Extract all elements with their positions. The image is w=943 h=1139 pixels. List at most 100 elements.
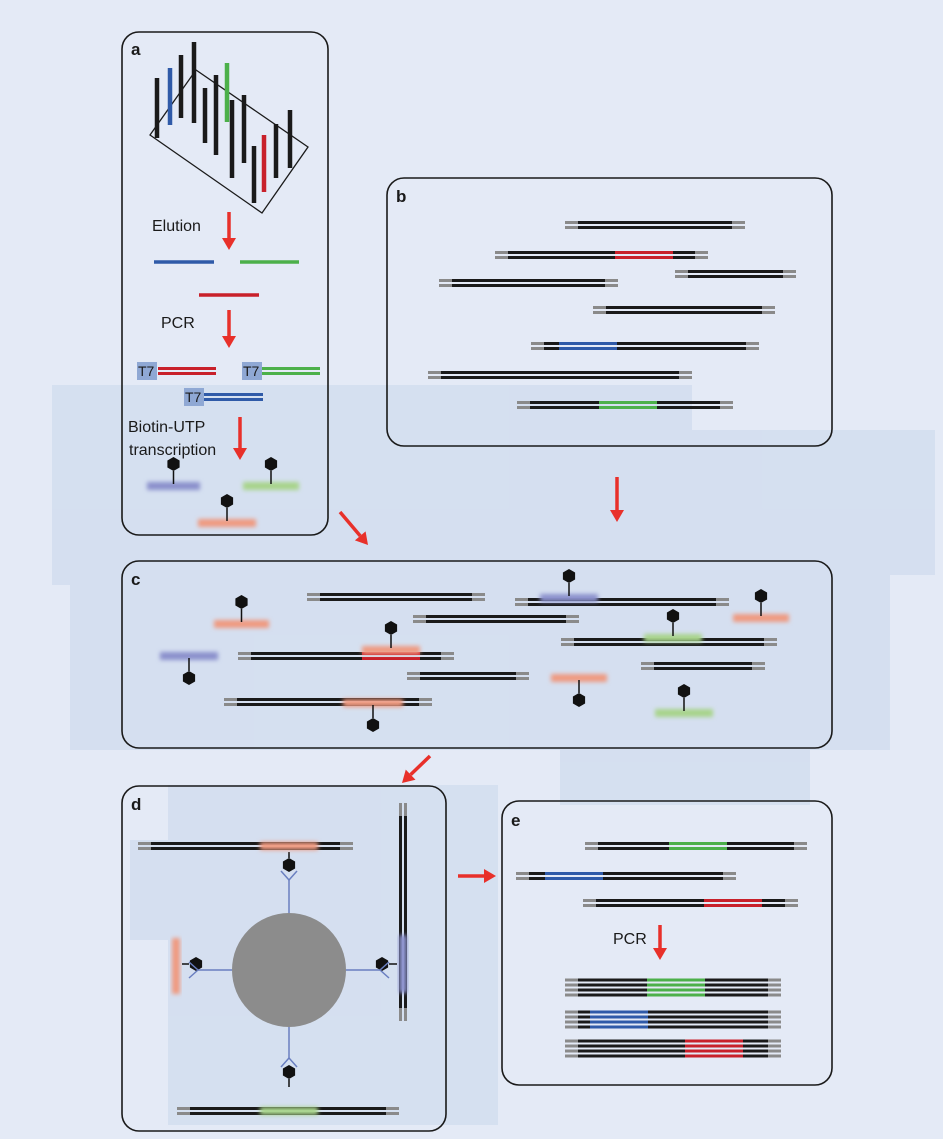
pcr-arrow-icon	[222, 310, 236, 348]
library-fragment	[439, 279, 618, 287]
library-fragment	[495, 251, 708, 259]
arrow-head	[222, 336, 236, 348]
green-rna-probe	[243, 457, 299, 490]
t7-label: T7	[185, 389, 202, 405]
arrow-head	[653, 948, 667, 960]
transcription-arrow-icon	[233, 417, 247, 460]
hybridization-arrow-icon	[338, 510, 368, 545]
panel-e-frame	[501, 800, 833, 1086]
captured-red-probe-left	[172, 938, 180, 994]
captured-blue-probe	[399, 935, 407, 993]
biotin-icon	[375, 957, 389, 971]
library-fragment	[565, 221, 745, 229]
transcription-label-line1: Biotin-UTP	[128, 419, 205, 436]
biotin-icon	[282, 1065, 296, 1079]
antibody-arm	[379, 969, 390, 979]
rna-probe-probe_green	[655, 709, 713, 717]
t7-red-product: T7	[137, 362, 216, 380]
amplified-fragment	[565, 978, 781, 997]
rna-probe-probe_red	[343, 699, 403, 707]
t7-promoter-box	[242, 362, 262, 380]
hybridization-mix	[224, 593, 777, 706]
library-fragment	[641, 662, 765, 670]
panel-a-frame	[121, 31, 329, 536]
t7-promoter-box	[137, 362, 157, 380]
hybridized-blue-probe	[540, 569, 598, 602]
captured-green-probe	[260, 1107, 318, 1115]
hybridized-red-probe-lower	[343, 699, 403, 732]
biotin-icon	[220, 494, 234, 508]
free-blue-probe	[160, 652, 218, 685]
biotin-icon	[235, 595, 248, 609]
library-arrow-icon	[610, 477, 624, 522]
antibody-arm	[188, 969, 199, 979]
panel-c-frame	[121, 560, 833, 749]
panel-d-label: d	[131, 795, 141, 814]
antibody-top	[280, 870, 298, 913]
arrow-shaft	[409, 754, 432, 776]
enriched-fragment	[516, 872, 736, 880]
transcription-label-line2: transcription	[129, 442, 216, 459]
biotin-icon	[754, 589, 768, 603]
biotin-icon	[562, 569, 576, 583]
biotin-icon	[366, 718, 380, 732]
t7-blue-product: T7	[184, 388, 263, 406]
free-red-probe	[733, 589, 789, 622]
enriched-fragment	[585, 842, 807, 850]
pcr-arrow-icon-e	[653, 925, 667, 960]
antibody-arm	[280, 1057, 290, 1068]
hybridized-green-probe	[644, 609, 702, 642]
pcr-label-a: PCR	[161, 315, 195, 332]
sequencing-library	[428, 221, 796, 409]
rna-probe-probe_blue	[147, 482, 200, 490]
biotin-icon	[666, 609, 680, 623]
biotin-icon	[182, 671, 196, 685]
t7-label: T7	[243, 363, 260, 379]
biotin-icon	[189, 957, 203, 971]
streptavidin-bead-icon	[232, 913, 346, 1027]
antibody-arm	[188, 961, 199, 971]
antibody-left	[188, 961, 232, 979]
free-red-probe	[214, 595, 269, 628]
library-fragment	[407, 672, 529, 680]
rna-probe-probe_green	[243, 482, 299, 490]
biotin-icon	[677, 684, 691, 698]
antibody-arm	[280, 870, 290, 881]
captured-red-probe	[260, 842, 318, 850]
background-shading	[52, 385, 935, 1125]
biotin-icon	[384, 621, 398, 635]
biotin-icon	[572, 693, 586, 707]
t7-green-product: T7	[242, 362, 320, 380]
antibody-bottom	[280, 1027, 298, 1068]
biotin-icon	[264, 457, 278, 471]
panel-b-frame	[386, 177, 833, 447]
amplified-fragment	[565, 1010, 781, 1029]
amplified-fragment	[565, 1039, 781, 1058]
hybridized-red-probe	[362, 621, 420, 654]
panel-a-label: a	[131, 40, 141, 59]
elution-arrow-icon	[222, 212, 236, 250]
pcr-label-e: PCR	[613, 931, 647, 948]
library-fragment	[531, 342, 759, 350]
rna-probe-probe_blue	[540, 594, 598, 602]
antibody-arm	[379, 961, 390, 971]
antibody-arm	[288, 1057, 298, 1068]
bead-capture	[182, 852, 397, 1087]
antibody-arm	[288, 870, 298, 881]
rna-probe-probe_red	[362, 646, 420, 654]
panel-d-frame	[121, 785, 447, 1132]
enriched-fragment	[583, 899, 798, 907]
rna-probe-probe_red	[198, 519, 256, 527]
rna-probe-probe_red	[551, 674, 607, 682]
arrow-head	[233, 448, 247, 460]
arrow-head	[484, 869, 496, 883]
biotin-icon	[167, 457, 180, 471]
arrow-head	[610, 510, 624, 522]
library-fragment	[675, 270, 796, 278]
library-fragment	[428, 371, 692, 379]
enriched-targets	[516, 842, 807, 907]
arrow-head	[402, 769, 416, 783]
library-fragment	[517, 401, 733, 409]
arrow-head	[222, 238, 236, 250]
